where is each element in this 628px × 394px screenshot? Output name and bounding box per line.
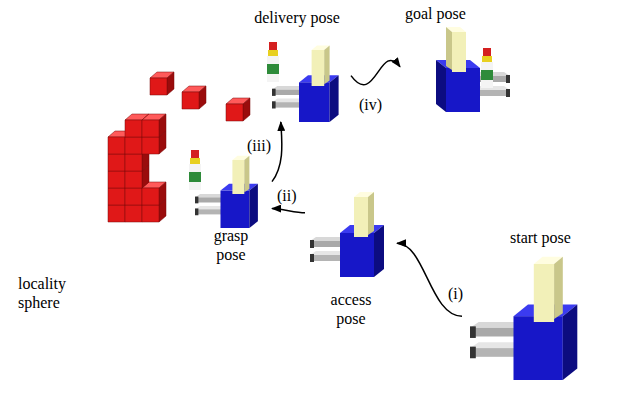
pose-node: start pose	[462, 226, 597, 390]
gripper-delivery	[272, 46, 339, 123]
step-number: (ii)	[276, 187, 298, 204]
motion-arrow	[351, 60, 400, 84]
pose-label-box: start pose	[510, 228, 571, 247]
step-number: (i)	[447, 285, 464, 302]
motion-arrow	[272, 209, 305, 213]
pose-label-box: access pose	[331, 290, 372, 328]
step-label-box: (ii)	[276, 186, 298, 205]
cube-face	[125, 205, 142, 222]
cube-face	[142, 205, 159, 222]
step-label-box: (i)	[447, 284, 464, 303]
cube-face	[243, 98, 250, 121]
cube-face	[182, 92, 199, 109]
cube-face	[167, 72, 174, 95]
cube-face	[159, 182, 166, 205]
pose-label-box: locality sphere	[18, 274, 66, 312]
gripper-start	[470, 257, 577, 380]
pose-node: goal pose	[400, 2, 515, 110]
cube-face	[226, 104, 243, 121]
pose-label: goal pose	[405, 4, 466, 23]
cube-face	[142, 137, 159, 154]
cube-face	[108, 205, 125, 222]
step-label-box: (iv)	[358, 95, 383, 114]
cube-face	[142, 120, 159, 137]
cube-face	[108, 171, 125, 188]
motion-arrow	[397, 243, 462, 316]
gripper-goal	[436, 27, 510, 112]
cube-face	[125, 154, 142, 171]
cube-face	[108, 137, 125, 154]
bottle-delivery	[267, 42, 279, 82]
cube-face	[125, 171, 142, 188]
gripper-grasp	[195, 156, 258, 228]
motion-arrow	[272, 122, 282, 182]
pose-node: grasp pose	[190, 160, 272, 268]
pose-label-box: delivery pose	[254, 8, 340, 27]
cube-face	[125, 120, 142, 137]
pose-node: delivery pose	[243, 6, 351, 122]
sphere-outline	[8, 8, 372, 372]
pose-label: access pose	[331, 290, 372, 328]
cube-face	[142, 188, 159, 205]
cube-face	[108, 154, 125, 171]
cube-face	[125, 188, 142, 205]
bottle-grasp	[189, 150, 201, 190]
pose-label: start pose	[510, 228, 571, 247]
step-label-box: (iii)	[246, 136, 272, 155]
step-number: (iv)	[358, 96, 383, 113]
bottle-goal	[481, 48, 493, 88]
locality-sphere: locality sphere grasp pose	[8, 8, 372, 372]
pose-label: delivery pose	[254, 8, 340, 27]
gripper-access	[310, 192, 384, 277]
region-label: locality sphere	[18, 274, 66, 312]
step-number: (iii)	[246, 137, 272, 154]
cube-face	[199, 86, 206, 109]
pose-node: access pose	[305, 190, 397, 342]
cube-face	[150, 78, 167, 95]
cube-face	[108, 188, 125, 205]
pose-label-box: goal pose	[405, 4, 466, 23]
cube-face	[125, 137, 142, 154]
pose-label: grasp pose	[214, 226, 249, 264]
pose-label-box: grasp pose	[214, 226, 249, 264]
cube-face	[159, 114, 166, 137]
